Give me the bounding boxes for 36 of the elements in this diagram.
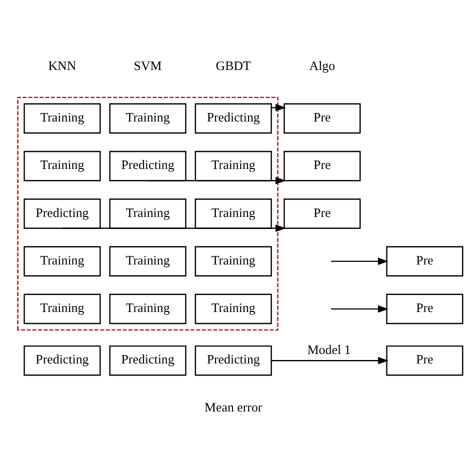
node-box: Predicting xyxy=(109,150,186,181)
node-box: Predicting xyxy=(194,102,272,134)
label: SVM xyxy=(134,57,162,72)
node-box: Training xyxy=(194,198,272,228)
arrow xyxy=(148,176,286,184)
node-box: Pre xyxy=(386,344,464,376)
node-box: Training xyxy=(194,246,272,276)
edge-label: Model 1 xyxy=(307,341,351,356)
node-box: Pre xyxy=(386,293,464,324)
node-box: Training xyxy=(24,102,101,134)
node-box: Pre xyxy=(284,102,361,134)
node-box: Predicting xyxy=(109,344,186,376)
arrow xyxy=(271,356,389,364)
arrow xyxy=(62,224,286,232)
label: Algo xyxy=(309,57,336,72)
node-box: Training xyxy=(24,150,101,181)
label: Mean error xyxy=(204,398,262,414)
arrow xyxy=(331,304,388,312)
node-box: Predicting xyxy=(194,344,272,376)
node-box: Training xyxy=(24,293,101,324)
node-box: Predicting xyxy=(24,198,101,228)
arrow xyxy=(271,103,286,111)
node-box: Training xyxy=(109,293,186,324)
label: KNN xyxy=(48,57,76,72)
node-box: Predicting xyxy=(24,344,101,376)
node-box: Training xyxy=(194,293,272,324)
node-box: Pre xyxy=(284,150,361,181)
node-box: Training xyxy=(109,198,186,228)
node-box: Pre xyxy=(386,246,464,276)
node-box: Training xyxy=(194,150,272,181)
node-box: Pre xyxy=(284,198,361,228)
arrow xyxy=(331,257,388,264)
node-box: Training xyxy=(109,102,186,134)
node-box: Training xyxy=(24,246,101,276)
label: GBDT xyxy=(216,57,251,72)
node-box: Training xyxy=(109,246,186,276)
